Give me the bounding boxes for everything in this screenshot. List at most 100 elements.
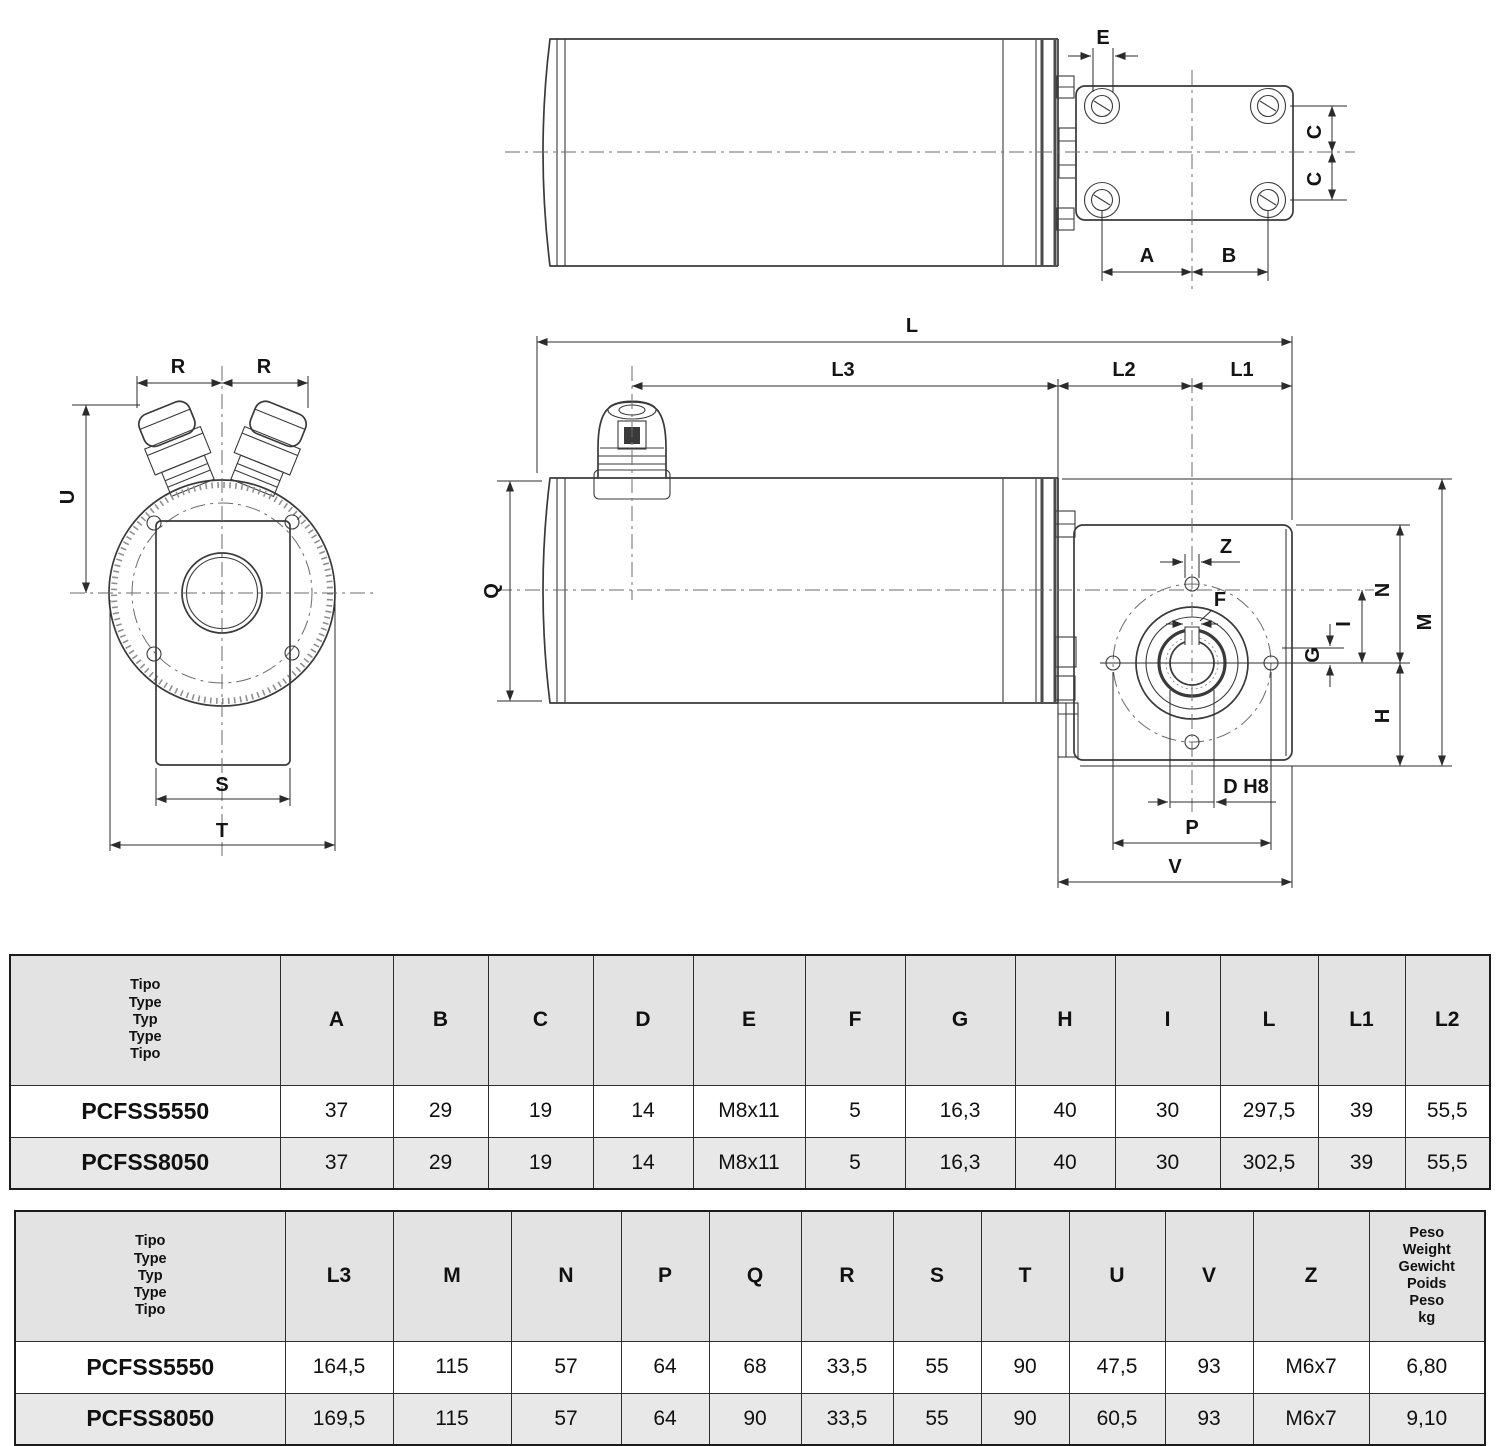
value-cell: 297,5 [1219, 1084, 1319, 1138]
value-cell: 19 [487, 1136, 594, 1190]
value-cell: 39 [1317, 1136, 1406, 1190]
value-cell: 93 [1164, 1340, 1254, 1394]
dim-m: M [1414, 479, 1446, 766]
dim-i: I [1333, 590, 1366, 663]
value-cell: 5 [804, 1136, 906, 1190]
value-cell: M8x11 [692, 1084, 806, 1138]
dim-label-f: F [1214, 589, 1226, 611]
dim-label-l1: L1 [1230, 359, 1253, 381]
value-cell: M8x11 [692, 1136, 806, 1190]
col-header-r: R [800, 1210, 894, 1342]
table1-header-row: Tipo Type Typ Type Tipo A B C D E F G H … [9, 954, 1491, 1086]
dim-n: N [1372, 525, 1404, 663]
value-cell: 55 [892, 1340, 982, 1394]
weight-cell: 6,80 [1368, 1340, 1486, 1394]
dim-label-h: H [1372, 709, 1394, 723]
value-cell: 19 [487, 1084, 594, 1138]
value-cell: 14 [592, 1136, 694, 1190]
value-cell: 90 [980, 1392, 1070, 1446]
col-header-u: U [1068, 1210, 1166, 1342]
dim-label-q: Q [481, 583, 503, 599]
value-cell: 29 [392, 1136, 489, 1190]
value-cell: 39 [1317, 1084, 1406, 1138]
dim-h: H [1372, 663, 1404, 766]
dim-label-r-left: R [171, 356, 186, 378]
side-view: L L3 L2 L1 Q Z [481, 315, 1452, 888]
dim-label-c-upper: C [1304, 125, 1326, 139]
value-cell: 57 [510, 1392, 622, 1446]
value-cell: 33,5 [800, 1392, 894, 1446]
rear-mounting-plate [1075, 85, 1294, 221]
type-header-line: Tipo [130, 977, 161, 994]
weight-cell: 9,10 [1368, 1392, 1486, 1446]
table-row-pcfss8050: PCFSS8050 169,5 115 57 64 90 33,5 55 90 … [14, 1392, 1486, 1446]
weight-header-line: Weight [1402, 1242, 1451, 1259]
type-header-line: Typ [132, 1011, 158, 1028]
col-header-b: B [392, 954, 489, 1086]
table2-type-header: Tipo Type Typ Type Tipo [14, 1210, 286, 1342]
col-header-c: C [487, 954, 594, 1086]
col-header-v: V [1164, 1210, 1254, 1342]
dim-label-l3: L3 [831, 359, 854, 381]
table-row-pcfss5550: PCFSS5550 164,5 115 57 64 68 33,5 55 90 … [14, 1340, 1486, 1394]
dim-g: G [1302, 624, 1334, 687]
value-cell: M6x7 [1252, 1340, 1370, 1394]
mounting-tabs-top-view [1056, 75, 1077, 231]
value-cell: 55,5 [1404, 1136, 1491, 1190]
table-row-pcfss5550: PCFSS5550 37 29 19 14 M8x11 5 16,3 40 30… [9, 1084, 1491, 1138]
dim-label-g: G [1302, 647, 1324, 663]
value-cell: 30 [1114, 1084, 1221, 1138]
dim-label-n: N [1372, 583, 1394, 597]
dim-label-s: S [215, 774, 228, 796]
dim-label-m: M [1414, 614, 1436, 631]
value-cell: 64 [620, 1340, 710, 1394]
dim-label-a: A [1140, 245, 1154, 267]
dim-f: F [1166, 589, 1226, 628]
weight-header-line: Peso [1409, 1293, 1445, 1310]
dim-label-d-h8: D H8 [1223, 776, 1269, 798]
value-cell: 37 [279, 1084, 394, 1138]
dim-label-t: T [216, 820, 228, 842]
col-header-z: Z [1252, 1210, 1370, 1342]
value-cell: 16,3 [904, 1136, 1016, 1190]
col-header-f: F [804, 954, 906, 1086]
col-header-e: E [692, 954, 806, 1086]
col-header-n: N [510, 1210, 622, 1342]
value-cell: 302,5 [1219, 1136, 1319, 1190]
value-cell: 33,5 [800, 1340, 894, 1394]
dim-d: D H8 [1148, 690, 1276, 808]
value-cell: 29 [392, 1084, 489, 1138]
value-cell: 14 [592, 1084, 694, 1138]
col-header-l1: L1 [1317, 954, 1406, 1086]
value-cell: 47,5 [1068, 1340, 1166, 1394]
dim-v: V [1057, 708, 1293, 888]
model-cell: PCFSS8050 [9, 1136, 281, 1190]
model-cell: PCFSS8050 [14, 1392, 286, 1446]
type-header-line: Type [128, 994, 162, 1011]
col-header-m: M [392, 1210, 512, 1342]
dim-label-l: L [906, 315, 918, 337]
dim-label-i: I [1333, 621, 1355, 627]
value-cell: 16,3 [904, 1084, 1016, 1138]
dim-label-l2: L2 [1112, 359, 1135, 381]
dim-label-r-right: R [257, 356, 272, 378]
col-header-i: I [1114, 954, 1221, 1086]
col-header-d: D [592, 954, 694, 1086]
dim-label-v: V [1168, 856, 1182, 878]
value-cell: 115 [392, 1392, 512, 1446]
value-cell: 57 [510, 1340, 622, 1394]
dimension-table-2: Tipo Type Typ Type Tipo L3 M N P Q R S T… [14, 1210, 1486, 1446]
type-header-line: Tipo [135, 1233, 166, 1250]
value-cell: 115 [392, 1340, 512, 1394]
dim-q: Q [481, 480, 542, 702]
value-cell: 68 [708, 1340, 802, 1394]
dim-z: Z [1160, 536, 1240, 578]
gearbox-silhouette [155, 520, 291, 766]
col-header-a: A [279, 954, 394, 1086]
col-header-p: P [620, 1210, 710, 1342]
dimension-table-1: Tipo Type Typ Type Tipo A B C D E F G H … [9, 954, 1491, 1190]
value-cell: 40 [1014, 1136, 1116, 1190]
dim-t: T [109, 600, 336, 851]
value-cell: 30 [1114, 1136, 1221, 1190]
value-cell: 55 [892, 1392, 982, 1446]
